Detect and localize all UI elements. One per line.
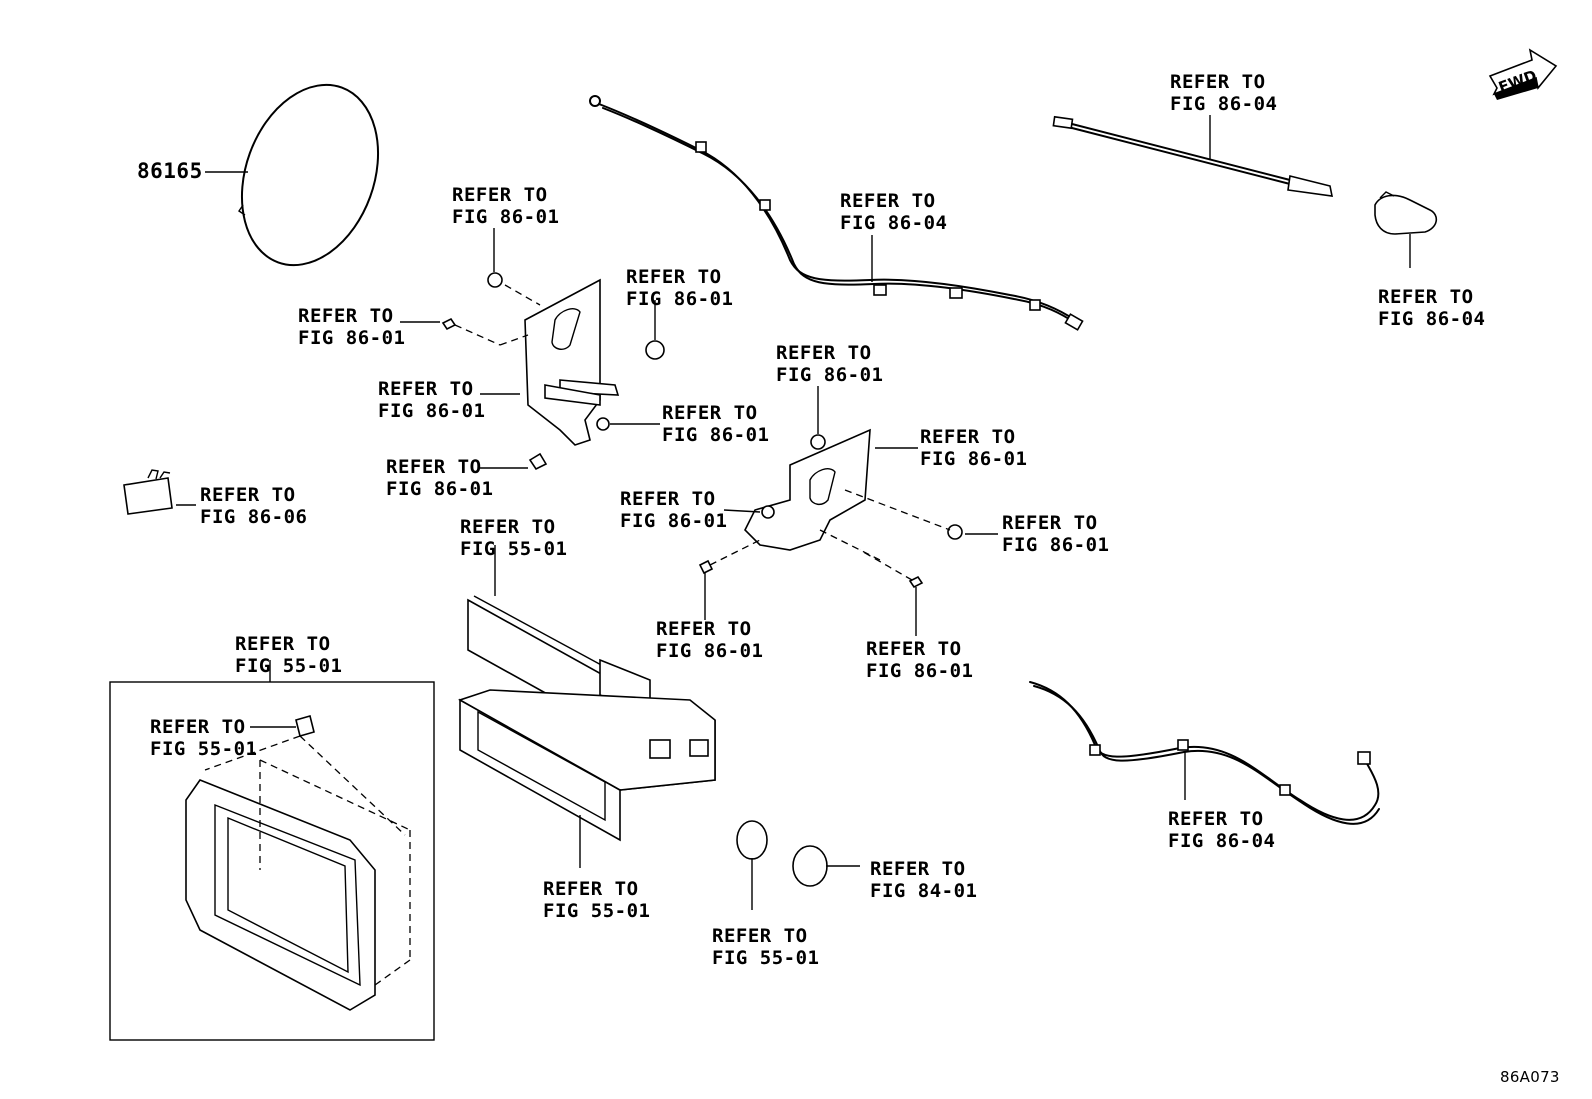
- antenna-cable-top: [589, 95, 1084, 331]
- diagram-code: 86A073: [1500, 1068, 1560, 1086]
- upper-bracket-left: [400, 228, 665, 471]
- round-cap-parts: [736, 820, 860, 910]
- small-cover-part: [123, 469, 196, 515]
- part-number-86165[interactable]: 86165: [137, 159, 203, 183]
- upper-bracket-right: [698, 386, 998, 636]
- center-panel-assembly: [458, 545, 716, 868]
- antenna-base: [1374, 191, 1438, 268]
- sound-disc-part-86165: [205, 83, 380, 267]
- antenna-rod: [1052, 115, 1334, 197]
- bezel-group-box: [109, 660, 435, 1041]
- fwd-arrow-icon: FWD: [1488, 48, 1558, 100]
- antenna-cable-lower: [1029, 681, 1380, 825]
